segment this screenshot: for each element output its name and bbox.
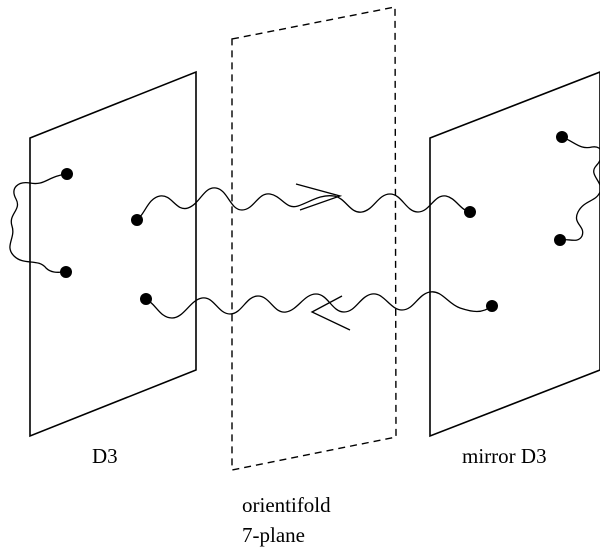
orientifold-label: orientifold [242, 493, 331, 517]
string-endpoint [554, 234, 566, 246]
string-endpoint [140, 293, 152, 305]
string-endpoint [464, 206, 476, 218]
direction-arrow-right [295, 183, 343, 211]
upper-crossing-string [136, 187, 471, 221]
seven-plane-label: 7-plane [242, 523, 305, 547]
direction-arrow-left [310, 295, 351, 331]
orientifold-plane [231, 6, 397, 471]
string-endpoint [556, 131, 568, 143]
string-endpoint [61, 168, 73, 180]
string-endpoint [60, 266, 72, 278]
d3-brane-plane [29, 70, 197, 438]
mirror-d3-brane-plane [429, 71, 600, 438]
string-endpoint [486, 300, 498, 312]
mirror-d3-label: mirror D3 [462, 444, 547, 468]
d3-loop-string [9, 173, 68, 273]
mirror-loop-string [559, 136, 600, 241]
lower-crossing-string [145, 291, 493, 319]
d3-label: D3 [92, 444, 118, 468]
string-endpoint [131, 214, 143, 226]
